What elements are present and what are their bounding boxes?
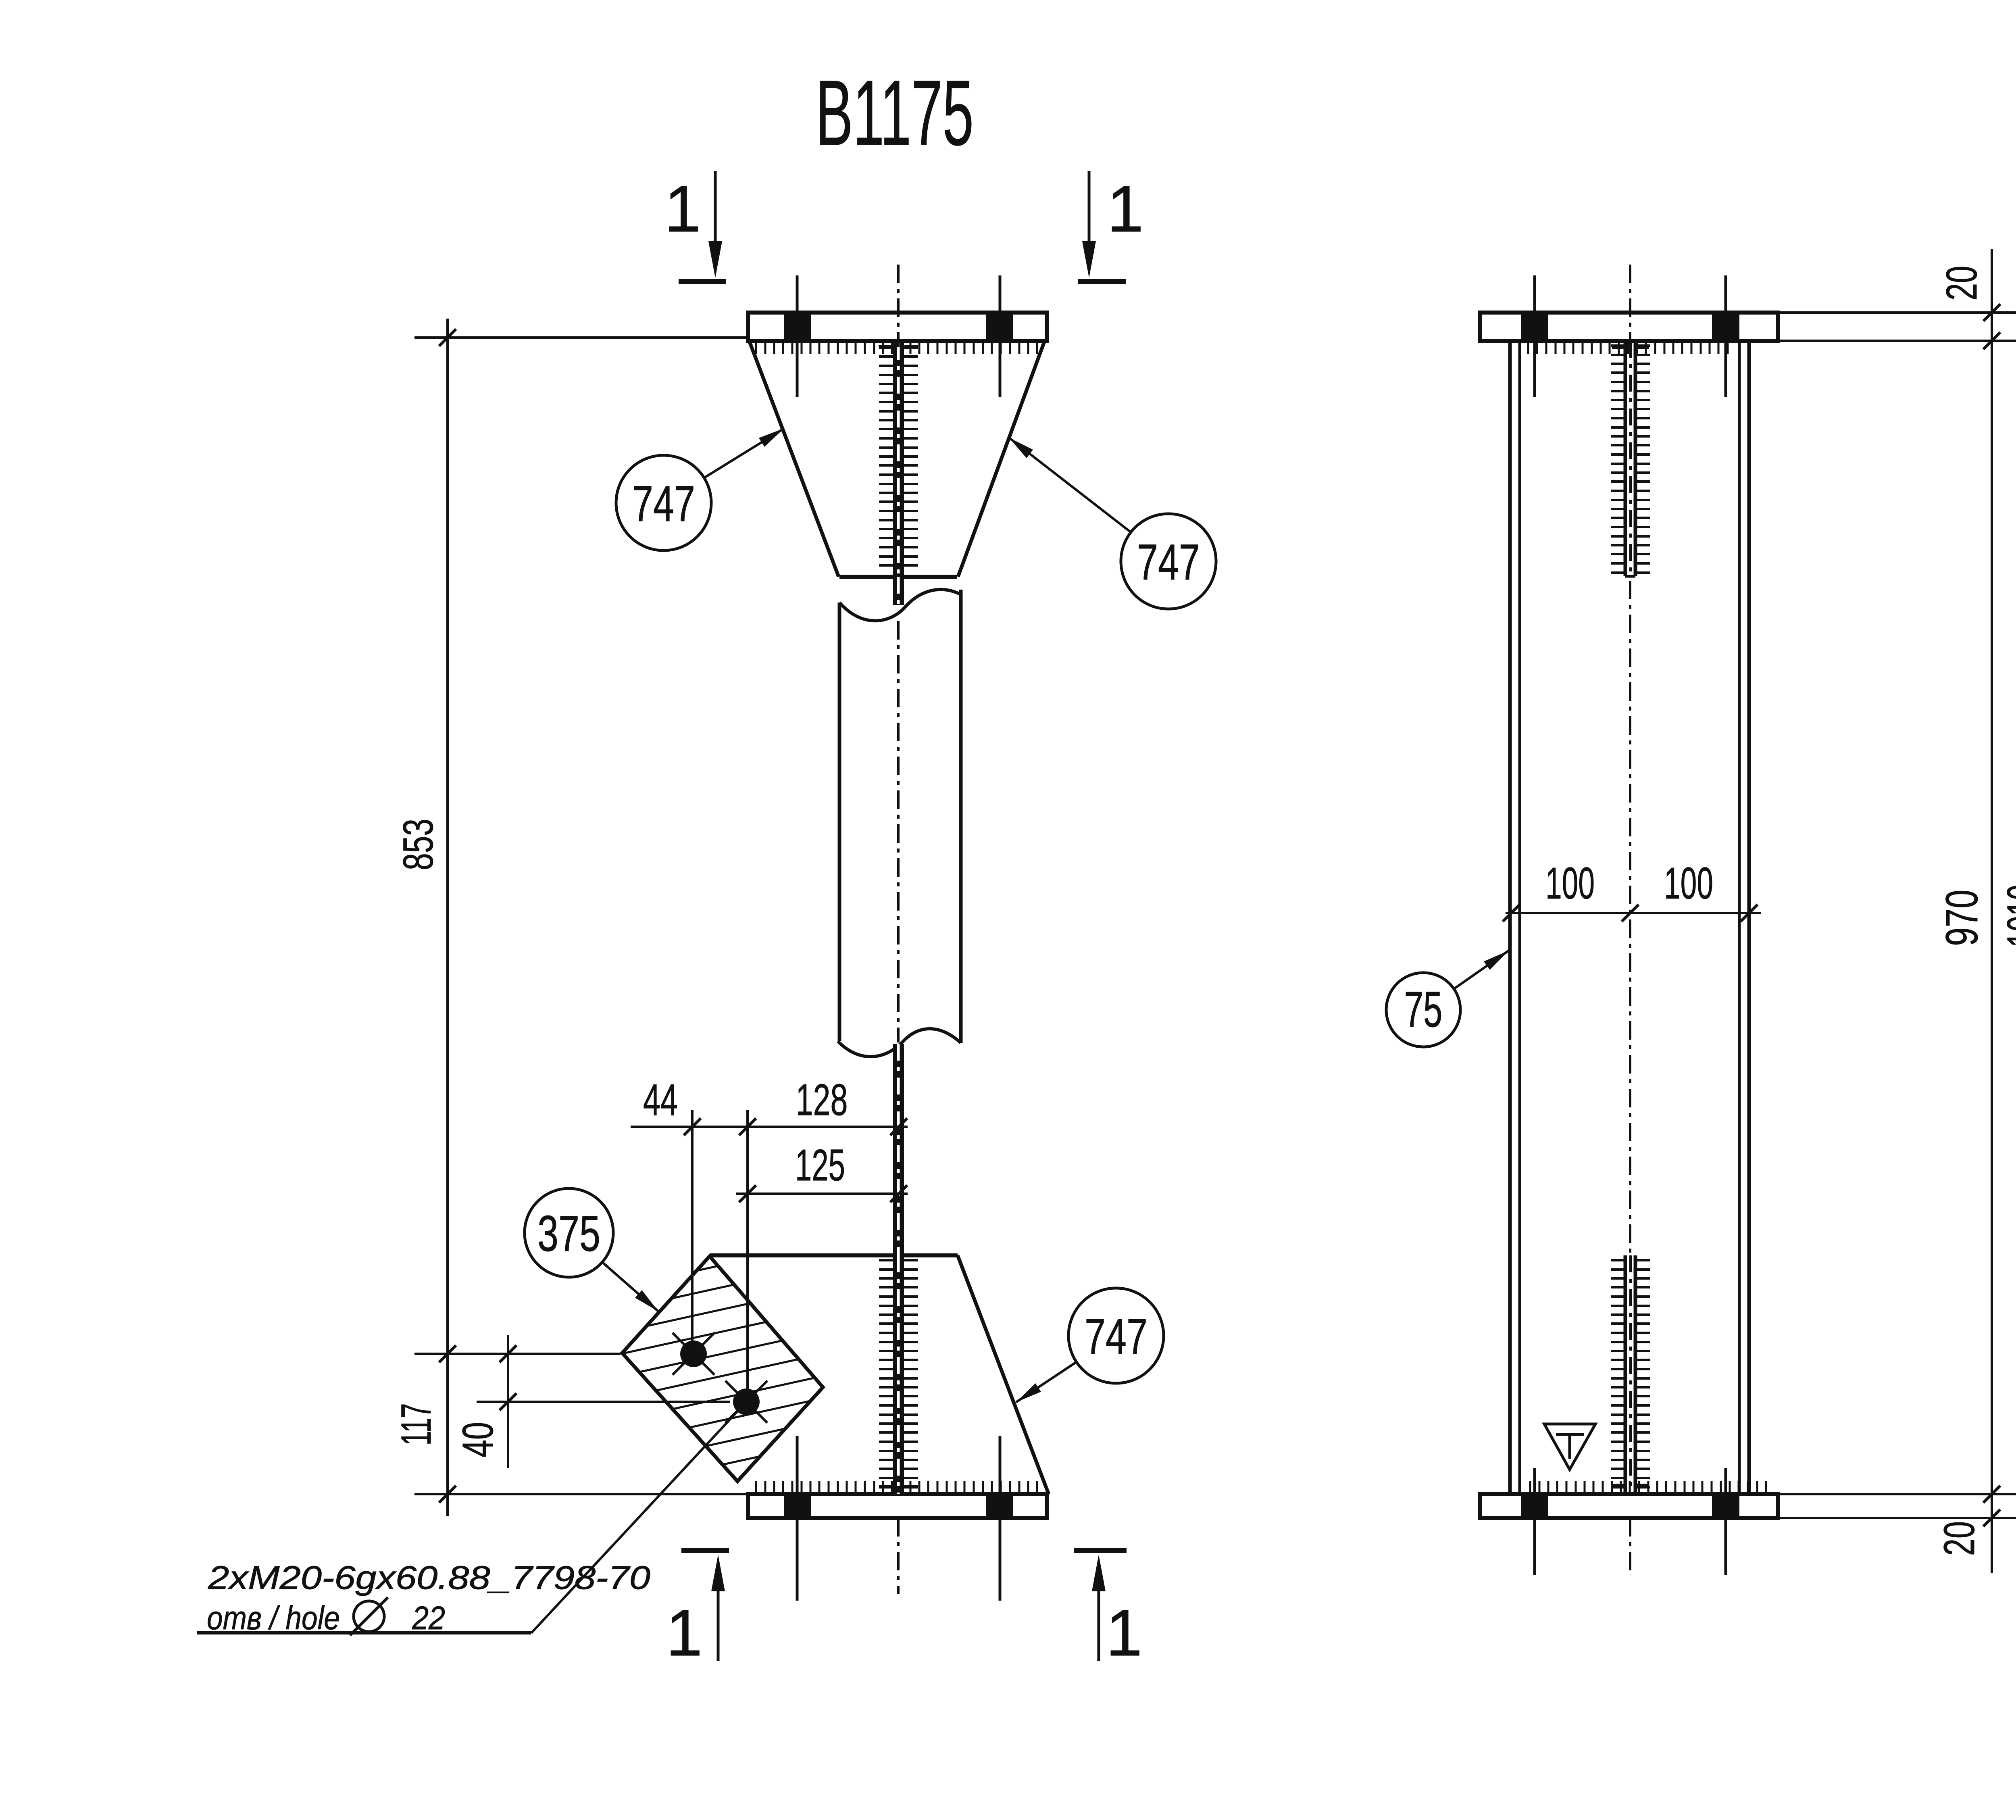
svg-text:75: 75 bbox=[1404, 982, 1443, 1038]
svg-text:20: 20 bbox=[1935, 1521, 1983, 1556]
svg-text:100: 100 bbox=[1664, 859, 1713, 908]
svg-text:747: 747 bbox=[632, 476, 695, 532]
svg-text:375: 375 bbox=[537, 1206, 600, 1262]
svg-text:853: 853 bbox=[395, 819, 442, 870]
svg-text:117: 117 bbox=[393, 1403, 440, 1446]
svg-text:125: 125 bbox=[795, 1140, 845, 1190]
svg-text:22: 22 bbox=[412, 1600, 445, 1637]
svg-text:747: 747 bbox=[1085, 1309, 1148, 1365]
svg-text:20: 20 bbox=[1937, 266, 1986, 300]
svg-text:100: 100 bbox=[1545, 859, 1595, 908]
svg-text:40: 40 bbox=[453, 1422, 502, 1457]
svg-text:отв / hole: отв / hole bbox=[207, 1600, 340, 1637]
svg-text:44: 44 bbox=[643, 1075, 678, 1125]
svg-text:128: 128 bbox=[796, 1075, 848, 1125]
svg-text:1: 1 bbox=[664, 172, 701, 246]
svg-text:970: 970 bbox=[1937, 890, 1987, 946]
svg-text:747: 747 bbox=[1137, 534, 1200, 590]
svg-text:1: 1 bbox=[1107, 172, 1144, 246]
svg-text:1010: 1010 bbox=[1998, 884, 2016, 947]
svg-text:B1175: B1175 bbox=[816, 61, 974, 165]
svg-text:2xM20-6gx60.88_7798-70: 2xM20-6gx60.88_7798-70 bbox=[208, 1559, 650, 1596]
svg-text:1: 1 bbox=[1106, 1596, 1143, 1670]
svg-text:1: 1 bbox=[666, 1596, 703, 1670]
